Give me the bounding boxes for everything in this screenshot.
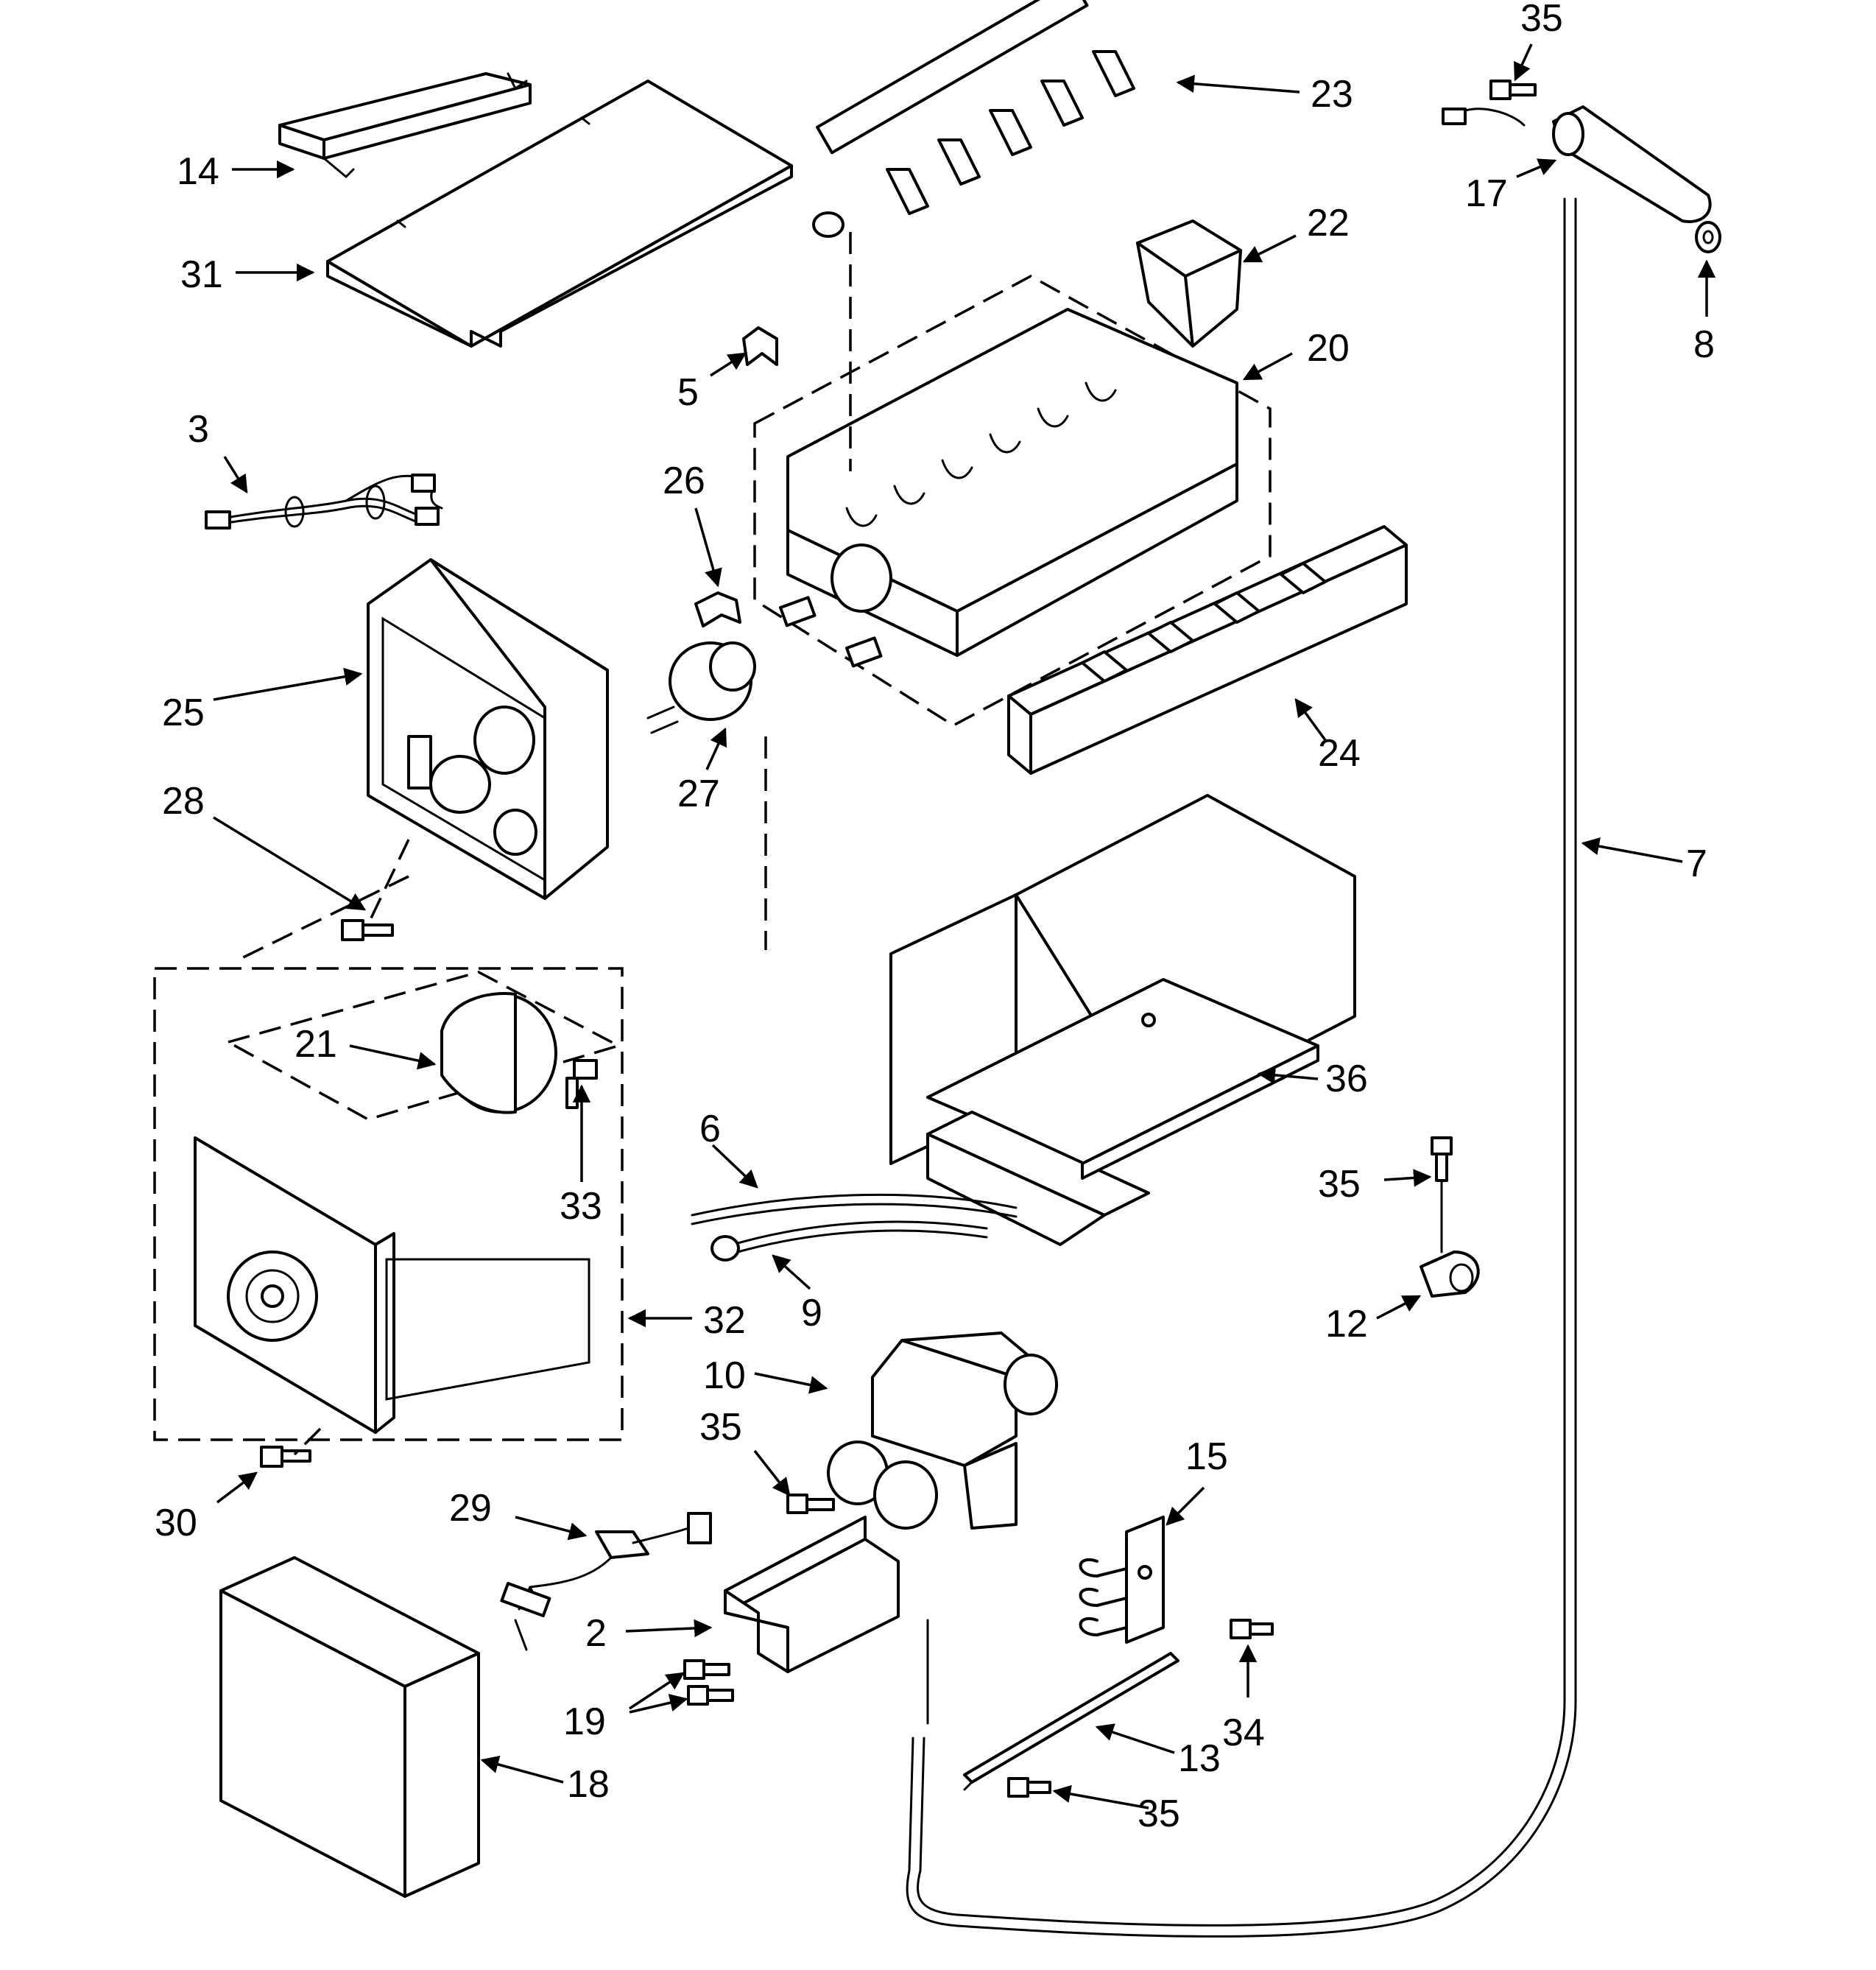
callout-6: 6 <box>699 1108 721 1150</box>
callout-28: 28 <box>162 780 205 823</box>
part-3-wire-harness <box>205 474 443 530</box>
callout-12: 12 <box>1325 1303 1368 1345</box>
part-27-thermostat <box>646 641 756 734</box>
part-21-motor <box>440 992 557 1114</box>
part-8-washer <box>1695 221 1721 253</box>
callout-35-strip: 35 <box>1138 1793 1180 1835</box>
callout-30: 30 <box>155 1502 197 1544</box>
callout-35-valve: 35 <box>699 1406 742 1449</box>
callout-13: 13 <box>1178 1737 1221 1780</box>
part-22-funnel <box>1136 219 1242 348</box>
part-13-heater-strip <box>963 1652 1179 1791</box>
part-10-water-valve <box>827 1331 1058 1530</box>
callout-22: 22 <box>1307 202 1350 245</box>
callout-33: 33 <box>560 1185 602 1228</box>
part-9-tube <box>710 1220 988 1262</box>
callout-labels: 14 31 3 25 28 21 33 32 30 5 26 27 23 22 … <box>155 0 1715 1835</box>
part-24-stripper <box>1007 525 1408 775</box>
alignment-lines <box>235 232 852 1456</box>
callout-24: 24 <box>1318 732 1361 775</box>
part-28-screw <box>341 919 394 941</box>
callout-18: 18 <box>567 1763 610 1806</box>
part-35-screw-d <box>1007 1777 1051 1798</box>
part-34-screw <box>1230 1619 1274 1639</box>
part-31-cover <box>326 80 793 348</box>
leader-lines <box>213 43 1716 1809</box>
part-32-motor-module <box>153 967 624 1441</box>
part-2-valve-bracket <box>724 1516 900 1673</box>
part-25-front-housing <box>367 558 609 900</box>
callout-10: 10 <box>703 1354 746 1397</box>
callout-31: 31 <box>180 253 223 296</box>
part-35-screw-b <box>1489 80 1537 100</box>
callout-8: 8 <box>1693 323 1715 366</box>
callout-3: 3 <box>188 408 209 451</box>
part-26-clip <box>694 591 741 627</box>
callout-23: 23 <box>1311 73 1353 116</box>
part-14-bracket <box>278 72 532 179</box>
callout-25: 25 <box>162 692 205 734</box>
part-18-front-cover <box>219 1556 480 1898</box>
callout-5: 5 <box>677 371 699 414</box>
part-15-clip <box>1079 1516 1165 1644</box>
part-7-fill-tube <box>906 197 1577 1938</box>
part-30-screw <box>260 1446 311 1468</box>
part-20-mold <box>753 275 1272 728</box>
callout-27: 27 <box>677 773 720 815</box>
callout-21: 21 <box>295 1023 337 1066</box>
callout-9: 9 <box>801 1292 822 1334</box>
part-17-fill-cup <box>1442 105 1712 223</box>
callout-34: 34 <box>1222 1712 1265 1754</box>
part-29-sensor <box>500 1512 712 1651</box>
part-12-clamp <box>1420 1250 1480 1298</box>
callout-35-top: 35 <box>1520 0 1563 40</box>
part-23-ejector <box>812 0 1135 238</box>
part-35-screw-a <box>786 1494 835 1514</box>
callout-19: 19 <box>563 1700 606 1743</box>
callout-20: 20 <box>1307 327 1350 370</box>
callout-2: 2 <box>585 1612 607 1655</box>
callout-15: 15 <box>1185 1435 1228 1478</box>
part-36-bracket <box>889 794 1356 1246</box>
callout-29: 29 <box>449 1487 492 1530</box>
callout-7: 7 <box>1686 842 1707 885</box>
callout-17: 17 <box>1465 172 1508 215</box>
callout-26: 26 <box>663 460 705 502</box>
part-35-screw-c <box>1431 1136 1453 1253</box>
callout-36: 36 <box>1325 1058 1368 1100</box>
callout-14: 14 <box>177 150 219 193</box>
callout-32: 32 <box>703 1299 746 1342</box>
part-19-screws <box>683 1659 734 1706</box>
part-5-clip <box>742 326 778 366</box>
callout-35-clamp: 35 <box>1318 1163 1361 1206</box>
part-6-tube <box>691 1193 1018 1225</box>
